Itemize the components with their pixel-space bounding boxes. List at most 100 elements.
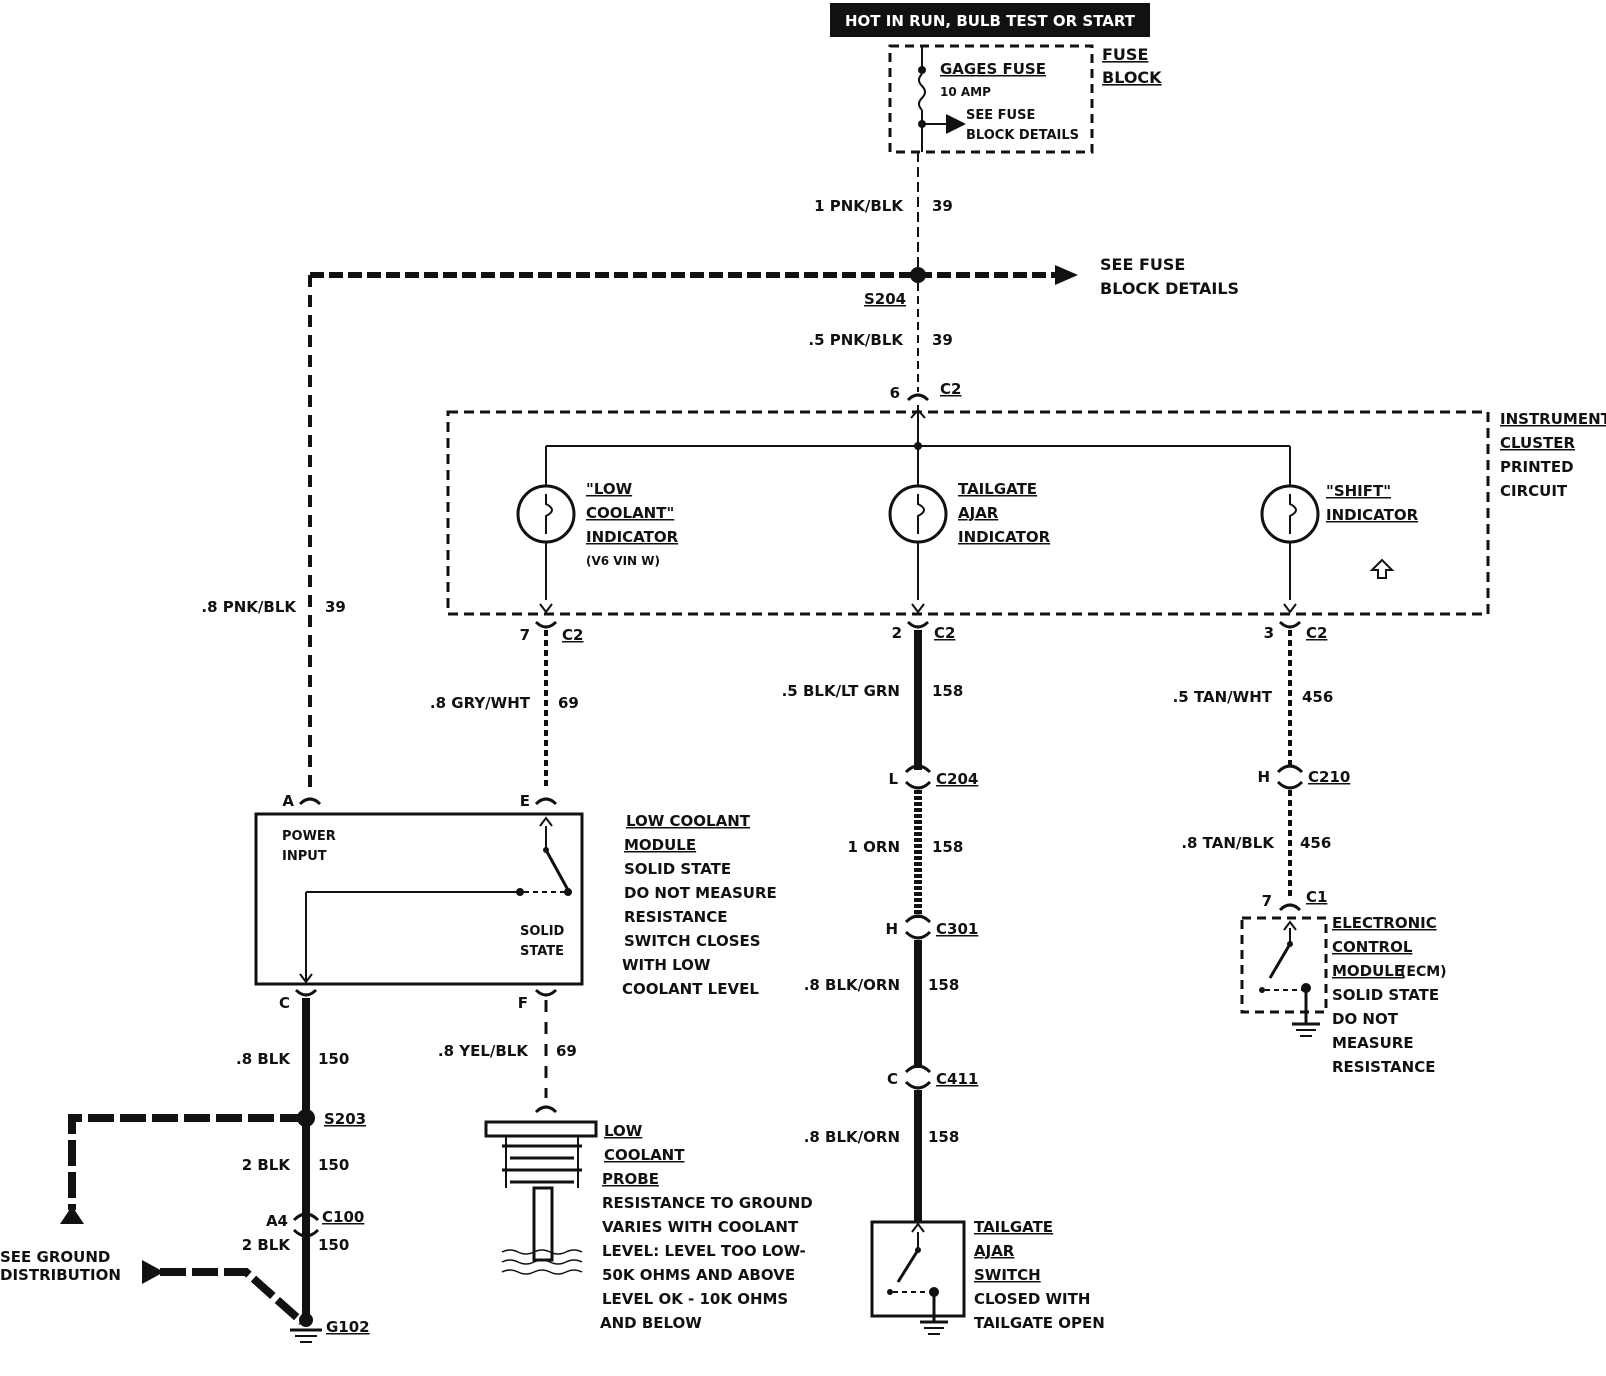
splice-s204-label: S204 <box>864 290 906 308</box>
c210-pin: H <box>1257 768 1270 786</box>
tailgate-ind-3: INDICATOR <box>958 528 1051 546</box>
ecm-7: RESISTANCE <box>1332 1058 1435 1076</box>
ecm-1: ELECTRONIC <box>1332 914 1437 932</box>
ground-g102-icon <box>290 1313 322 1343</box>
tailgate-ind-1: TAILGATE <box>958 480 1037 498</box>
instrument-cluster: "LOW COOLANT" INDICATOR (V6 VIN W) TAILG… <box>446 405 1606 616</box>
c301-label: C301 <box>936 920 978 938</box>
wire-12-color: .8 YEL/BLK <box>438 1042 529 1060</box>
wire-4-color: .8 GRY/WHT <box>430 694 531 712</box>
g102-label: G102 <box>326 1318 370 1336</box>
wire-10-color: .8 BLK/ORN <box>804 1128 900 1146</box>
pin-f: F <box>518 994 528 1012</box>
wire-7-color: 1 ORN <box>847 838 900 856</box>
ground-left-arrow-icon <box>142 1260 164 1284</box>
c2-label-c: C2 <box>1306 624 1327 642</box>
c2-label-a: C2 <box>562 626 583 644</box>
wire-11-color: .8 BLK <box>236 1050 291 1068</box>
shift-ind-1: "SHIFT" <box>1326 482 1391 500</box>
ground-up-arrow-icon <box>60 1206 84 1224</box>
tailgate-ajar-switch: TAILGATE AJAR SWITCH CLOSED WITH TAILGAT… <box>870 1218 1105 1335</box>
tailgate-sw-1: TAILGATE <box>974 1218 1053 1236</box>
lcm-d5: WITH LOW <box>622 956 711 974</box>
see-fuse-1: SEE FUSE <box>1100 255 1185 274</box>
lcm-title-2: MODULE <box>624 836 696 854</box>
wire-13-color: 2 BLK <box>242 1156 292 1174</box>
tailgate-bulb-icon <box>888 484 948 614</box>
wire-1-color: 1 PNK/BLK <box>814 197 904 215</box>
wire-13-circuit: 150 <box>318 1156 349 1174</box>
splice-s203-label: S203 <box>324 1110 366 1128</box>
c2-label-b: C2 <box>934 624 955 642</box>
cluster-label-3: PRINTED <box>1500 458 1574 476</box>
ecm-5: DO NOT <box>1332 1010 1399 1028</box>
fuse-see-1: SEE FUSE <box>966 108 1035 123</box>
lcm-title-1: LOW COOLANT <box>626 812 751 830</box>
pin-7-c2: 7 <box>520 626 530 644</box>
header-text: HOT IN RUN, BULB TEST OR START <box>845 12 1136 30</box>
ecm-3: MODULE <box>1332 962 1404 980</box>
tailgate-sw-4: CLOSED WITH <box>974 1290 1090 1308</box>
probe-t2: COOLANT <box>604 1146 685 1164</box>
probe-t3: PROBE <box>602 1170 659 1188</box>
wire-14-color: 2 BLK <box>242 1236 292 1254</box>
wire-7-circuit: 158 <box>932 838 963 856</box>
fuse-rating: 10 AMP <box>940 85 991 99</box>
ecm-3b: (ECM) <box>1400 964 1447 980</box>
c2-top-pin: 6 <box>890 384 900 402</box>
probe-d5: LEVEL OK - 10K OHMS <box>602 1290 788 1308</box>
probe-d6: AND BELOW <box>600 1314 702 1332</box>
lcm-d3: RESISTANCE <box>624 908 727 926</box>
shift-ind-2: INDICATOR <box>1326 506 1419 524</box>
low-coolant-probe: LOW COOLANT PROBE RESISTANCE TO GROUND V… <box>484 1120 813 1332</box>
c1-pin: 7 <box>1262 892 1272 910</box>
pin-3-c2: 3 <box>1264 624 1274 642</box>
pin-2-c2: 2 <box>892 624 902 642</box>
wire-10-circuit: 158 <box>928 1128 959 1146</box>
c204-pin: L <box>888 770 898 788</box>
c100-label: C100 <box>322 1208 364 1226</box>
solid-state-1: SOLID <box>520 924 565 939</box>
tailgate-sw-2: AJAR <box>974 1242 1015 1260</box>
tailgate-sw-5: TAILGATE OPEN <box>974 1314 1105 1332</box>
probe-t1: LOW <box>604 1122 643 1140</box>
low-coolant-ind-1: "LOW <box>586 480 633 498</box>
ecm-6: MEASURE <box>1332 1034 1414 1052</box>
wire-6-color: .5 TAN/WHT <box>1173 688 1273 706</box>
c100-pin: A4 <box>266 1212 288 1230</box>
wire-9-color: .8 BLK/ORN <box>804 976 900 994</box>
lcm-d4: SWITCH CLOSES <box>624 932 761 950</box>
wire-8-circuit: 456 <box>1300 834 1331 852</box>
c301-pin: H <box>885 920 898 938</box>
low-coolant-ind-3: INDICATOR <box>586 528 679 546</box>
fuse-block-label-1: FUSE <box>1102 45 1148 64</box>
c210-label: C210 <box>1308 768 1350 786</box>
wire-9-circuit: 158 <box>928 976 959 994</box>
wire-1-circuit: 39 <box>932 197 953 215</box>
wire-2-color: .5 PNK/BLK <box>808 331 904 349</box>
power-header: HOT IN RUN, BULB TEST OR START <box>830 3 1150 37</box>
wire-2-circuit: 39 <box>932 331 953 349</box>
c204-label: C204 <box>936 770 978 788</box>
wire-5-circuit: 158 <box>932 682 963 700</box>
ecm-module: ELECTRONIC CONTROL MODULE (ECM) SOLID ST… <box>1240 914 1447 1076</box>
c2-top-label: C2 <box>940 380 961 398</box>
pin-a: A <box>282 792 294 810</box>
wire-4-circuit: 69 <box>558 694 579 712</box>
wire-3-circuit: 39 <box>325 598 346 616</box>
shift-bulb-icon <box>1260 484 1320 614</box>
cluster-label-2: CLUSTER <box>1500 434 1575 452</box>
fuse-name: GAGES FUSE <box>940 60 1046 78</box>
fuse-block-label-2: BLOCK <box>1102 68 1162 87</box>
see-fuse-2: BLOCK DETAILS <box>1100 279 1239 298</box>
probe-d2: VARIES WITH COOLANT <box>602 1218 799 1236</box>
see-ground-2: DISTRIBUTION <box>0 1266 121 1284</box>
fuse-block: GAGES FUSE 10 AMP SEE FUSE BLOCK DETAILS… <box>888 44 1162 154</box>
wire-5-color: .5 BLK/LT GRN <box>782 682 900 700</box>
c411-pin: C <box>887 1070 898 1088</box>
fuse-see-2: BLOCK DETAILS <box>966 128 1079 143</box>
low-coolant-module: A E POWER INPUT SOLID STATE LOW COOLANT … <box>254 792 777 1012</box>
ecm-4: SOLID STATE <box>1332 986 1439 1004</box>
wire-6-circuit: 456 <box>1302 688 1333 706</box>
tailgate-sw-3: SWITCH <box>974 1266 1041 1284</box>
